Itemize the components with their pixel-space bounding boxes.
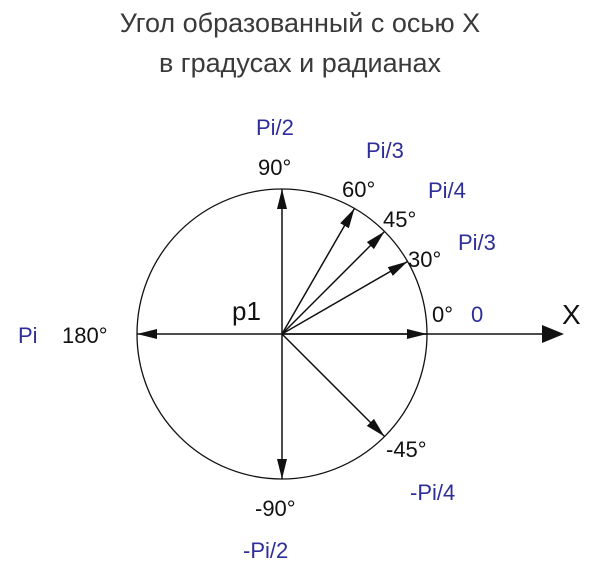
radian-label-0: 0 <box>471 302 483 327</box>
degree-label-60: 60° <box>342 177 375 202</box>
radian-label-minus-45: -Pi/4 <box>410 480 455 505</box>
x-axis-arrowhead <box>542 325 564 343</box>
radian-label-minus-90: -Pi/2 <box>243 538 288 563</box>
radian-label-90: Pi/2 <box>256 115 294 140</box>
degree-label-180: 180° <box>62 323 108 348</box>
ray-minus-45-deg <box>281 333 386 438</box>
title-line-2: в градусах и радианах <box>159 48 442 78</box>
radian-label-60: Pi/3 <box>366 138 404 163</box>
radian-label-45: Pi/4 <box>428 178 466 203</box>
center-label: p1 <box>232 296 261 326</box>
ray-45-deg <box>281 230 386 335</box>
degree-label-30: 30° <box>408 247 441 272</box>
title-line-1: Угол образованный с осью X <box>120 8 480 38</box>
degree-label-minus-90: -90° <box>255 496 296 521</box>
degree-label-0: 0° <box>432 302 453 327</box>
degree-label-90: 90° <box>258 155 291 180</box>
degree-label-45: 45° <box>383 207 416 232</box>
radian-label-180: Pi <box>18 323 38 348</box>
ray-30-deg <box>281 260 408 335</box>
radian-label-30: Pi/3 <box>458 230 496 255</box>
x-axis-label: X <box>562 299 581 330</box>
ray-60-deg <box>281 208 356 335</box>
angle-rays <box>137 189 427 479</box>
degree-label-minus-45: -45° <box>386 437 427 462</box>
